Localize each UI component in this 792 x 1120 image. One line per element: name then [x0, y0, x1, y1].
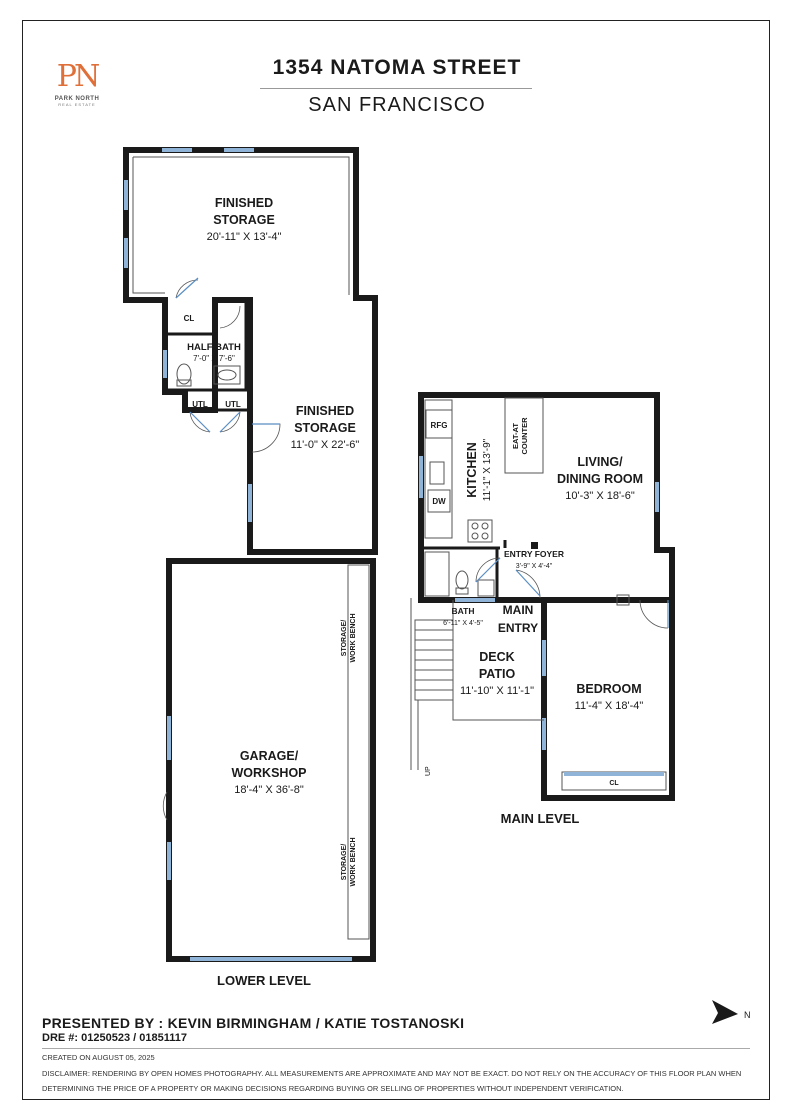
eat-at-counter-line1: EAT-AT [511, 423, 520, 449]
property-address: 1354 NATOMA STREET [272, 56, 522, 79]
disclaimer: DISCLAIMER: RENDERING BY OPEN HOMES PHOT… [42, 1069, 742, 1093]
door-arc [515, 569, 541, 599]
room-living-line2: DINING ROOM [557, 472, 643, 486]
logo-mark: PN [56, 59, 100, 94]
stove-icon [467, 519, 493, 543]
burner-icon [481, 522, 489, 530]
room-storage-1-dims: 20'-11" X 13'-4" [207, 231, 282, 243]
post-icon [531, 542, 538, 549]
room-storage-2-line1: FINISHED [296, 404, 354, 418]
door-arc [251, 423, 281, 453]
park-north-logo: PN PARK NORTH REAL ESTATE [52, 59, 102, 108]
footer-divider [42, 1048, 750, 1049]
room-storage-2-line2: STORAGE [294, 421, 356, 435]
room-living-line1: LIVING/ [577, 455, 623, 469]
sink-basin-icon [217, 369, 237, 381]
logo-sub: REAL ESTATE [58, 102, 96, 107]
main-entry-line1: MAIN [503, 603, 534, 617]
created-date: CREATED ON AUGUST 05, 2025 [42, 1053, 155, 1062]
eat-at-counter [504, 397, 544, 474]
main-entry-line2: ENTRY [498, 621, 538, 635]
room-bedroom-dims: 11'-4" X 18'-4" [575, 700, 644, 712]
label-rfg: RFG [431, 421, 448, 430]
toilet-tank-icon [176, 379, 192, 387]
lower-level-plan [123, 147, 378, 962]
room-garage-line1: GARAGE/ [240, 749, 299, 763]
room-utl-2: UTL [225, 400, 241, 409]
door-arc [162, 791, 168, 821]
main-level-plan [410, 392, 675, 801]
logo-name: PARK NORTH [54, 96, 100, 102]
room-bath-dims: 6'-11" X 4'-5" [443, 620, 483, 627]
work-bench-2-line1: STORAGE/ [341, 844, 348, 880]
room-bedroom: BEDROOM [576, 682, 641, 696]
hvac-icon [616, 594, 630, 606]
compass-label: N [744, 1010, 751, 1020]
door-arc [639, 599, 669, 629]
presented-by: PRESENTED BY : KEVIN BIRMINGHAM / KATIE … [42, 1015, 465, 1031]
work-bench [347, 564, 370, 940]
door-arc [219, 411, 241, 433]
kitchen-counter [424, 399, 453, 539]
room-utl-1: UTL [192, 400, 208, 409]
work-bench-1-line1: STORAGE/ [341, 620, 348, 656]
room-deck-dims: 11'-10" X 11'-1" [460, 685, 534, 697]
page-frame [22, 20, 770, 1100]
burner-icon [471, 532, 479, 540]
door-leaf [515, 569, 541, 597]
room-living-dims: 10'-3" X 18'-6" [565, 490, 635, 502]
door-leaf [219, 411, 241, 433]
door-arc [475, 557, 501, 583]
room-bath: BATH [452, 606, 475, 616]
eat-at-counter-line2: COUNTER [520, 417, 529, 455]
door-leaf [189, 411, 211, 433]
tub-icon [424, 551, 450, 597]
room-storage-1-line2: STORAGE [213, 213, 275, 227]
door-arc [219, 305, 241, 329]
label-bedroom-closet: CL [609, 780, 619, 787]
room-entry-foyer-dims: 3'-9" X 4'-4" [516, 563, 553, 570]
property-city: SAN FRANCISCO [308, 94, 486, 116]
burner-icon [471, 522, 479, 530]
door-leaf [175, 277, 199, 299]
sink-icon [477, 579, 495, 597]
stairs-up-label: UP [425, 766, 432, 776]
refrigerator [425, 409, 453, 439]
storage-1-inner-left [132, 157, 165, 294]
work-bench-1-line2: WORK BENCH [350, 614, 357, 663]
dre-numbers: DRE #: 01250523 / 01851117 [42, 1032, 187, 1044]
room-closet: CL [184, 314, 195, 323]
label-dw: DW [432, 497, 446, 506]
compass-icon: N [712, 1000, 751, 1024]
sink-icon [213, 365, 241, 385]
toilet-icon [455, 570, 469, 590]
door-leaf [475, 557, 501, 583]
burner-icon [481, 532, 489, 540]
dishwasher [427, 489, 451, 513]
room-deck-line2: PATIO [479, 667, 516, 681]
stairs [414, 619, 454, 770]
room-entry-foyer: ENTRY FOYER [504, 549, 564, 559]
title-divider [260, 88, 532, 89]
room-half-bath-dims: 7'-0" X 7'-6" [193, 354, 235, 363]
main-level-label: MAIN LEVEL [501, 811, 580, 826]
room-half-bath: HALF BATH [187, 342, 241, 353]
room-storage-1-line1: FINISHED [215, 196, 273, 210]
door-arc [189, 411, 211, 433]
room-garage-dims: 18'-4" X 36'-8" [234, 784, 304, 796]
storage-1-inner [133, 156, 350, 295]
wall-storage-1 [123, 147, 378, 555]
room-kitchen: KITCHEN [465, 442, 479, 498]
lower-level-label: LOWER LEVEL [217, 973, 311, 988]
room-kitchen-dims: 11'-1" X 13'-9" [482, 438, 493, 501]
toilet-icon [176, 363, 192, 385]
wall-main-outer [418, 392, 675, 801]
room-storage-2-dims: 11'-0" X 22'-6" [291, 439, 360, 451]
room-garage-line2: WORKSHOP [232, 766, 307, 780]
toilet-tank-icon [455, 587, 469, 595]
kitchen-sink-icon [429, 461, 445, 485]
room-deck-line1: DECK [479, 650, 514, 664]
work-bench-2-line2: WORK BENCH [350, 838, 357, 887]
